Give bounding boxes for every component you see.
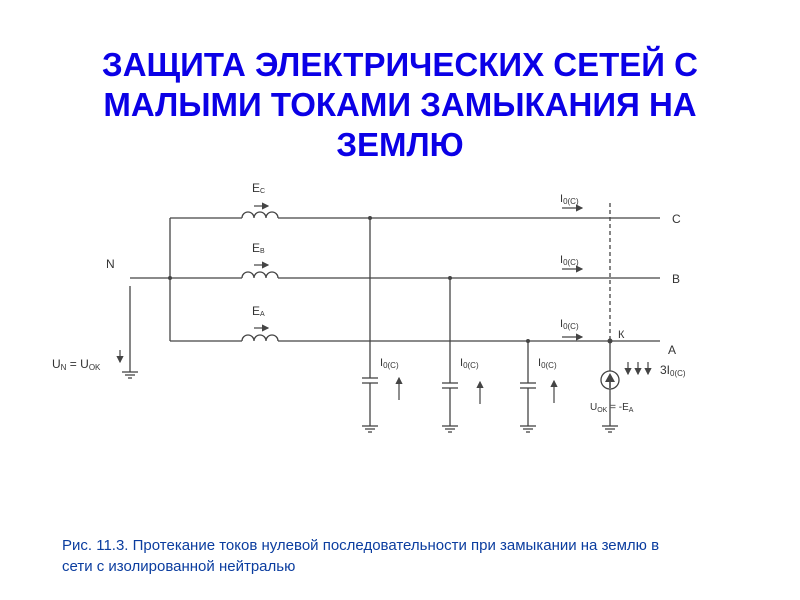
cap-c-current-label: I0(C) [380,357,399,370]
caption-line-2: сети с изолированной нейтралью [62,558,296,575]
fault-source-arrow-icon [605,373,615,382]
fault-point-label: К [618,329,625,341]
page-title: ЗАЩИТА ЭЛЕКТРИЧЕСКИХ СЕТЕЙ С МАЛЫМИ ТОКА… [60,45,740,165]
current-label-a: I0(C) [560,318,579,331]
figure-caption: Рис. 11.3. Протекание токов нулевой посл… [62,535,762,577]
cap-a-current-label: I0(C) [538,357,557,370]
coil-b [241,271,279,279]
caption-line-1: Рис. 11.3. Протекание токов нулевой посл… [62,537,660,554]
coil-a [241,334,279,342]
coil-c [241,211,279,219]
neutral-label: N [106,257,115,271]
current-label-c: I0(C) [560,193,579,206]
emf-label-b: EB [252,241,265,255]
emf-label-c: EC [252,181,265,195]
phase-label-c: C [672,212,681,226]
title-line-3: ЗЕМЛЮ [336,126,464,163]
phase-label-a: A [668,343,676,357]
emf-label-a: EA [252,304,265,318]
title-line-1: ЗАЩИТА ЭЛЕКТРИЧЕСКИХ СЕТЕЙ С [102,46,698,83]
uok-label: UOK = -EA [590,402,634,414]
title-line-2: МАЛЫМИ ТОКАМИ ЗАМЫКАНИЯ НА [103,86,697,123]
phase-label-b: B [672,272,680,286]
un-label: UN = UOK [52,357,101,372]
current-label-b: I0(C) [560,254,579,267]
cap-b-current-label: I0(C) [460,357,479,370]
triple-current-label: 3I0(C) [660,363,686,378]
